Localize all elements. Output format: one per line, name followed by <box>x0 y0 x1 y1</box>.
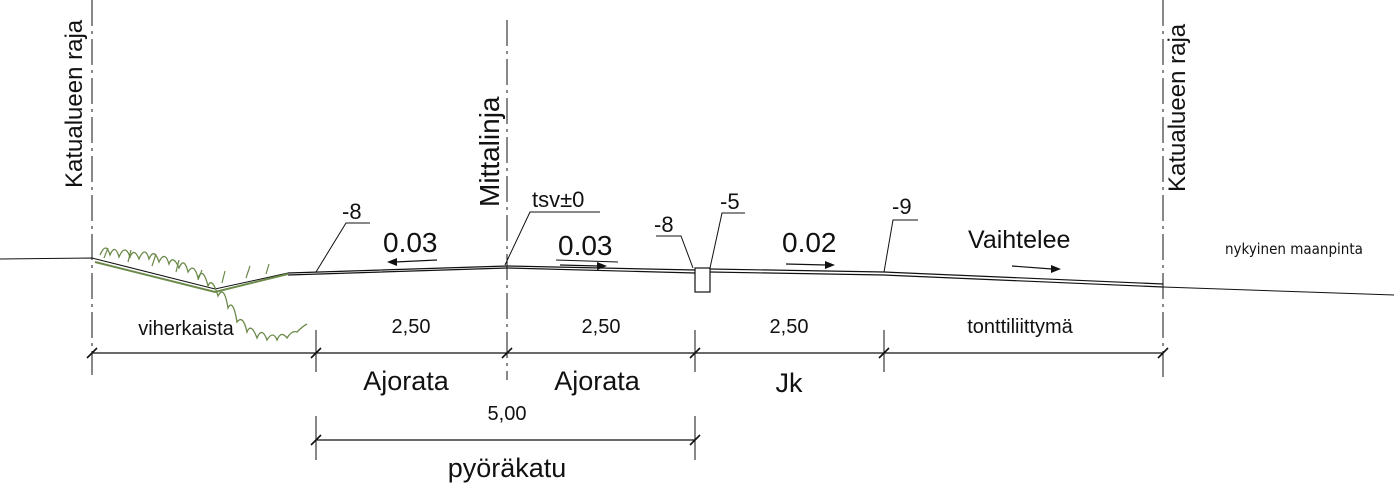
right-boundary-label: Katualueen raja <box>1164 23 1191 192</box>
name-lane-left: Ajorata <box>363 366 450 396</box>
surface-label: tsv±0 <box>532 187 584 212</box>
slope-right-arrowhead <box>597 262 607 270</box>
slope-plot-arrow <box>1011 265 1053 270</box>
slope-left-arrowhead <box>387 258 397 266</box>
height-curb-left: -8 <box>654 212 674 237</box>
centerline-label: Mittalinja <box>474 96 505 207</box>
slope-plot: Vaihtelee <box>968 226 1070 254</box>
width-lane-right: 2,50 <box>582 316 621 338</box>
carriageway-bottom <box>287 267 696 276</box>
name-walkway: Jk <box>776 368 804 398</box>
height-leader-left <box>315 222 370 273</box>
width-lane-left: 2,50 <box>392 316 431 338</box>
curb-stone <box>694 267 711 293</box>
dimension-line-total <box>310 416 701 460</box>
slope-walkway: 0.02 <box>782 227 837 258</box>
height-right: -9 <box>892 194 912 219</box>
slope-plot-arrowhead <box>1051 265 1061 273</box>
width-green: viherkaista <box>138 318 234 340</box>
width-plot: tonttiliittymä <box>967 316 1073 338</box>
height-leader-right <box>883 219 918 273</box>
carriageway-top <box>287 265 696 274</box>
slope-left-arrow <box>394 259 438 263</box>
name-lane-right: Ajorata <box>554 366 641 396</box>
width-total: 5,00 <box>488 403 527 425</box>
slope-right-arrow <box>559 264 599 267</box>
height-leader-curb-right <box>709 212 745 269</box>
slope-right-underline <box>555 259 619 263</box>
slope-walkway-arrowhead <box>825 261 835 269</box>
left-boundary-label: Katualueen raja <box>61 19 88 188</box>
surface-leader <box>504 211 600 266</box>
walkway-bottom <box>709 271 1164 288</box>
walkway-top <box>709 268 1164 285</box>
slope-left: 0.03 <box>383 227 438 258</box>
height-leader-curb-left <box>656 235 694 269</box>
slope-right: 0.03 <box>558 230 613 261</box>
slope-walkway-arrow <box>785 263 827 266</box>
dimension-line-main <box>86 330 1169 372</box>
name-total: pyöräkatu <box>448 453 567 483</box>
vegetation-strip <box>94 247 308 342</box>
existing-ground-label: nykyinen maanpinta <box>1225 240 1363 258</box>
existing-ground-left <box>0 257 289 290</box>
height-curb-right: -5 <box>720 189 740 214</box>
width-walkway: 2,50 <box>770 316 809 338</box>
height-left: -8 <box>342 199 362 224</box>
existing-ground-right <box>1162 286 1394 296</box>
